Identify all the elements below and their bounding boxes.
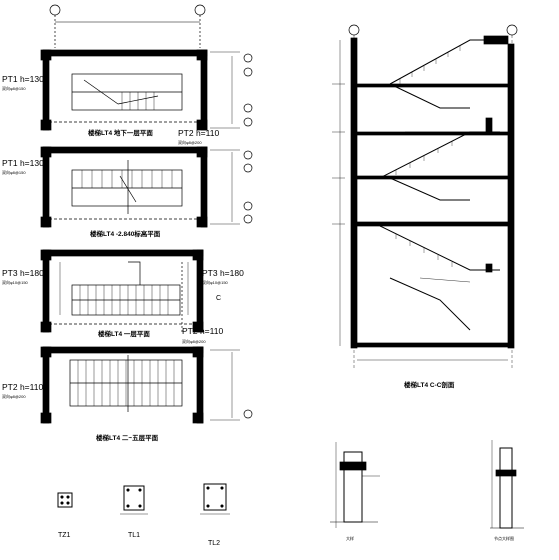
plan3-right-sub: 双向φ10@150 <box>202 279 229 285</box>
plan3-bottom-right-mark: PT2 h=110 <box>182 326 223 336</box>
plan2-top-left-sub: 双向φ8@150 <box>2 169 26 175</box>
detail-b-label: 节点大样图 <box>494 535 514 541</box>
detail-a-label: 大样 <box>346 535 354 541</box>
plan4-left-mark: PT2 h=110 <box>2 382 43 392</box>
plan-minus-2840 <box>40 146 253 228</box>
plan1-title: 楼梯LT4 地下一层平面 <box>88 128 153 137</box>
plan2-top-left-mark: PT1 h=130 <box>2 158 44 168</box>
plan3-bottom-right-sub: 双向φ8@200 <box>182 338 206 344</box>
plan1-top-left-mark: PT1 h=130 <box>2 74 44 84</box>
plan4-left-sub: 双向φ8@200 <box>2 393 26 399</box>
section-title: 楼梯LT4 C-C剖面 <box>404 380 455 389</box>
plan-typical-2-5 <box>40 346 253 424</box>
plan3-title: 楼梯LT4 一层平面 <box>98 329 150 338</box>
plan3-left-sub: 双向φ10@150 <box>2 279 29 285</box>
plan3-right-mark: PT3 h=180 <box>202 268 244 278</box>
plan2-title: 楼梯LT4 -2.840标高平面 <box>90 229 161 238</box>
detail-tz1-label: TZ1 <box>58 532 71 539</box>
plan1-bottom-right-mark: PT2 h=110 <box>178 128 219 138</box>
detail-sections <box>57 440 524 529</box>
plan1-bottom-right-sub: 双向φ8@200 <box>178 139 202 145</box>
plan-basement <box>40 4 253 131</box>
plan-first-floor <box>40 249 204 333</box>
plan1-top-left-sub: 双向φ8@150 <box>2 85 26 91</box>
section-c-c <box>332 24 518 368</box>
plan3-side-letter: C <box>216 295 221 302</box>
detail-tl2-label: TL2 <box>208 540 220 547</box>
plan4-title: 楼梯LT4 二~五层平面 <box>96 433 159 442</box>
detail-tl1-label: TL1 <box>128 532 140 539</box>
plan3-left-mark: PT3 h=180 <box>2 268 44 278</box>
